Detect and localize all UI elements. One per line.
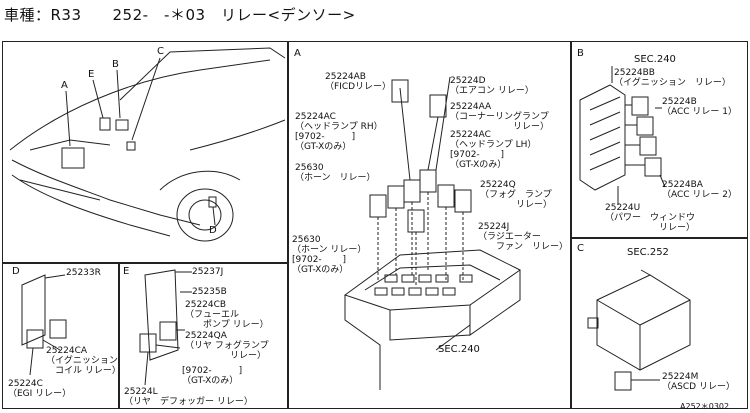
part-25224c: 25224C （EGI リレー） <box>8 379 72 399</box>
panel-e-label: E <box>123 266 130 277</box>
car-part-e <box>99 117 111 131</box>
callout-a: A <box>61 80 68 91</box>
relay-b3 <box>639 136 657 156</box>
panel-car <box>2 41 288 263</box>
sec-240-b: SEC.240 <box>634 54 676 65</box>
relay-b4 <box>644 157 662 177</box>
panel-e <box>119 263 288 409</box>
car-part-a <box>61 147 85 169</box>
part-25224ca: 25224CA （イグニッション コイル リレー） <box>46 346 121 376</box>
part-25233r: 25233R <box>66 268 101 278</box>
callout-d: D <box>209 225 217 236</box>
part-25224bb: 25224BB （イグニッション リレー） <box>614 68 731 88</box>
part-25224qa: 25224QA （リヤ フォグランプ リレー） <box>185 331 269 361</box>
part-25224d: 25224D （エアコン リレー） <box>450 76 534 96</box>
fuse-slots <box>374 274 473 296</box>
part-25224ba: 25224BA （ACC リレー 2） <box>662 180 738 200</box>
relay-b1 <box>631 96 649 116</box>
part-25224j: 25224J （ラジエーター ファン リレー） <box>478 222 569 252</box>
fuse-box <box>343 249 521 311</box>
car-windshield <box>119 47 286 101</box>
relay-d2 <box>49 319 67 339</box>
bracket-e <box>144 269 179 361</box>
part-25237j: 25237J <box>192 267 224 277</box>
bracket-d <box>21 274 46 346</box>
panel-c-label: C <box>577 243 584 254</box>
part-25224q: 25224Q （フォグ ランプ リレー） <box>480 180 553 210</box>
part-note-e: [9702- ] （GT-Xのみ） <box>182 366 243 386</box>
panel-a <box>288 41 571 409</box>
part-25224cb: 25224CB （フューエル ポンプ リレー） <box>185 300 269 330</box>
part-25630-b: 25630 （ホーン リレー） [9702- ] （GT-Xのみ） <box>292 235 367 275</box>
panel-a-label: A <box>294 48 301 59</box>
car-part-c <box>126 141 136 151</box>
part-25224b: 25224B （ACC リレー 1） <box>662 97 738 117</box>
callout-b: B <box>112 59 119 70</box>
car-part-d <box>208 196 217 208</box>
panel-b-label: B <box>577 48 584 59</box>
car-side <box>189 119 286 151</box>
sec-252: SEC.252 <box>627 247 669 258</box>
callout-e: E <box>88 69 95 80</box>
panel-b <box>571 41 748 238</box>
car-hood-line <box>9 59 271 151</box>
part-25224aa: 25224AA （コーナーリングランプ リレー） <box>450 102 550 132</box>
relay-e2 <box>139 333 157 353</box>
figure-code: A252＊0302 <box>680 402 730 411</box>
relay-e1 <box>159 321 177 341</box>
relay-d1 <box>26 329 44 349</box>
panel-d <box>2 263 119 409</box>
sec-240-a: SEC.240 <box>438 344 480 355</box>
part-25224m: 25224M （ASCD リレー） <box>662 372 735 392</box>
part-25224u: 25224U （パワー ウィンドウ リレー） <box>605 203 696 233</box>
car-part-b <box>115 119 129 131</box>
relay-c1 <box>614 371 632 391</box>
part-25224l: 25224L （リヤ デフォッガー リレー） <box>124 387 253 407</box>
panel-d-label: D <box>12 266 20 277</box>
part-25224ac-rh: 25224AC （ヘッドランプ RH） [9702- ] （GT-Xのみ） <box>295 112 383 152</box>
part-25224ab: 25224AB （FICDリレー） <box>325 72 392 92</box>
page-title: 車種：R33 252- -＊03 リレー<デンソー> <box>4 6 356 24</box>
ascd-unit <box>596 274 691 371</box>
relay-b2 <box>636 116 654 136</box>
part-25235b: 25235B <box>192 287 227 297</box>
car-fender <box>159 170 241 191</box>
panel-c <box>571 238 748 409</box>
car-wheel <box>176 188 234 242</box>
part-25224ac-lh: 25224AC （ヘッドランプ LH） [9702- ] （GT-Xのみ） <box>450 130 537 170</box>
callout-c: C <box>157 46 164 57</box>
part-25630-a: 25630 （ホーン リレー） <box>295 163 376 183</box>
car-front-line <box>11 159 201 226</box>
relay-bracket <box>579 84 626 191</box>
car-bumper <box>11 174 171 237</box>
